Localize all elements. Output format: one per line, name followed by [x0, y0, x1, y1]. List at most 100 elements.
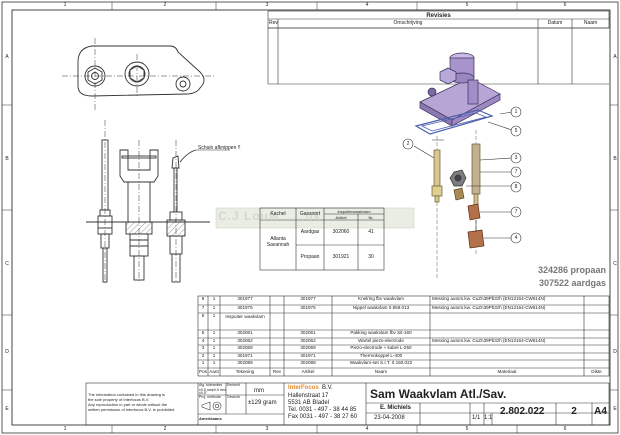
bom-row-4-naam: Wartel piezo-electrode: [358, 338, 404, 343]
pilot-front-view: [86, 120, 230, 284]
bom-row-5-naam: Pakking waakvlam fbv Sit-160: [350, 330, 412, 335]
tolerance-1: ±0.5 mm: [199, 388, 213, 392]
callout-bubble-8: [510, 181, 522, 193]
bom-row-1-tek: 302089: [237, 360, 253, 365]
legal-line-3: Any reproduction in part or whole withou…: [88, 402, 168, 407]
bom-row-2-art: 301971: [300, 353, 316, 358]
callout-markers: [402, 106, 522, 244]
legal-line-2: the sole property of Interfocos B.V.: [88, 397, 150, 402]
bom-row-7-art: 301976: [300, 305, 316, 310]
bom-row-1-art: 302089: [300, 360, 316, 365]
tolerance-3: ±0.5°: [199, 391, 208, 395]
bom-header-aant: Aant: [209, 369, 219, 374]
callout-bubble-2: [402, 138, 414, 150]
address-line-3: Tel. 0031 - 497 - 38 44 85: [288, 407, 357, 413]
bom-header-pos: Pos: [199, 369, 207, 374]
gas-table-header-gassoort: Gassoort: [299, 211, 321, 217]
gas-table-row-1-nr: 41: [368, 229, 374, 235]
bom-row-3-pos: 3: [201, 345, 205, 350]
bom-row-6-aant: 1: [212, 313, 216, 318]
drawn-by: E. Michiels: [380, 405, 412, 411]
frame-col-label-1-bottom: 1: [63, 426, 67, 432]
gas-table-row-1-gas: Aardgas: [300, 229, 320, 235]
frame-col-label-2: 2: [163, 2, 167, 8]
cut-note: Schuin afknippen !!: [198, 145, 241, 151]
callout-number-5: 5: [514, 127, 518, 134]
gas-table-header-nr: Nr.: [368, 214, 374, 220]
callout-number-3: 3: [514, 154, 518, 161]
gas-table-kachel: Atlanta Savannah: [266, 236, 290, 248]
tolerance-label: Alg. toleranties: [199, 383, 223, 387]
bom-row-4-art: 302062: [300, 338, 316, 343]
drawing-date: 23-04-2008: [374, 415, 405, 421]
drawing-revision: 2: [571, 406, 577, 417]
legal-line-4: written permission of Interfocos B.V. is…: [88, 407, 175, 412]
bom-row-8-aant: 1: [212, 296, 216, 301]
frame-row-label-c-right: C: [613, 261, 617, 267]
bom-header-dikte: Dikte: [591, 369, 602, 374]
address-line-4: Fax 0031 - 497 - 38 27 60: [288, 414, 358, 420]
variant-propaan: 324286 propaan: [537, 265, 606, 275]
callout-number-8: 8: [514, 183, 518, 190]
bom-row-2-tek: 301971: [237, 353, 253, 358]
bom-row-6-pos: 6: [201, 313, 205, 318]
weight-label: Gewicht: [227, 395, 240, 399]
company-logo: InterFocos: [288, 385, 319, 391]
frame-col-label-2-bottom: 2: [163, 426, 167, 432]
bom-row-8-pos: 8: [201, 296, 205, 301]
frame-row-label-a-right: A: [613, 54, 617, 60]
unit-value: mm: [254, 388, 264, 394]
gas-table-row-2-artikel: 301921: [332, 254, 350, 260]
revisions-table: [267, 10, 610, 85]
bom-row-5-tek: 302061: [237, 330, 253, 335]
exploded-iso-view: [414, 52, 501, 280]
callout-number-1: 1: [514, 108, 518, 115]
frame-col-label-4: 4: [365, 2, 369, 8]
frame-col-label-3-bottom: 3: [265, 426, 269, 432]
revisions-header-name: Naam: [583, 20, 598, 26]
revisions-title: Revisies: [426, 13, 451, 19]
bom-row-7-tek: 301976: [237, 305, 253, 310]
gas-table-header-kachel: Kachel: [270, 211, 286, 217]
callout-bubble-3: [510, 152, 522, 164]
frame-col-label-6: 6: [563, 2, 567, 8]
bom-row-3-naam: Piezo-electrode + kabel L-250: [350, 345, 412, 350]
frame-col-label-5: 5: [465, 2, 469, 8]
title-block-grid: [85, 382, 610, 426]
bom-row-8-art: 301977: [300, 296, 316, 301]
bom-row-7-mat: Messing autom.kw. CuZn39Pb3zh (EN12164-C…: [432, 305, 546, 310]
gas-table-row-2-gas: Propaan: [300, 254, 320, 260]
revisions-header-rev: Rev: [269, 20, 278, 26]
frame-col-label-3: 3: [265, 2, 269, 8]
bom-row-4-pos: 4: [201, 338, 205, 343]
callout-number-2: 2: [406, 140, 410, 147]
bom-row-6-tek: Inspuiter waakvlam: [225, 314, 265, 319]
frame-col-label-1: 1: [63, 2, 67, 8]
frame-row-label-e: E: [5, 406, 9, 412]
gas-table-header-group: Inspuiterwaakvlam: [337, 208, 371, 214]
drawing-scale: 1:1: [484, 415, 493, 421]
drawing-title: Sam Waakvlam Atl./Sav.: [370, 387, 507, 401]
gas-table-header-artikel: Artikel: [335, 214, 347, 220]
address-line-2: 5531 AB Bladel: [288, 400, 330, 406]
watermark-text: C.J Louw ... .uk: [218, 209, 322, 223]
address-line-1: Hallenstraat 17: [288, 393, 329, 399]
tolerance-2: ±0.5 mm: [212, 388, 226, 392]
frame-row-label-d: D: [5, 349, 9, 355]
bom-row-2-pos: 2: [201, 353, 205, 358]
weight-value: ±129 gram: [248, 400, 277, 406]
drawing-number: 2.802.022: [500, 406, 545, 417]
frame-row-label-e-right: E: [613, 406, 617, 412]
frame-row-label-a: A: [5, 54, 9, 60]
frame-row-label-b-right: B: [613, 156, 617, 162]
frame-col-label-5-bottom: 5: [465, 426, 469, 432]
bom-row-5-pos: 5: [201, 330, 205, 335]
unit-label: Eenheid: [227, 383, 240, 387]
drawing-format: A4: [594, 406, 607, 417]
gas-injector-table: [259, 207, 385, 271]
revisions-header-date: Datum: [547, 20, 563, 26]
callout-number-7b: 7: [514, 208, 518, 215]
bom-row-4-mat: Messing autom.kw. CuZn39Pb3zh (EN12164-C…: [432, 338, 546, 343]
bom-row-4-tek: 302062: [237, 338, 253, 343]
